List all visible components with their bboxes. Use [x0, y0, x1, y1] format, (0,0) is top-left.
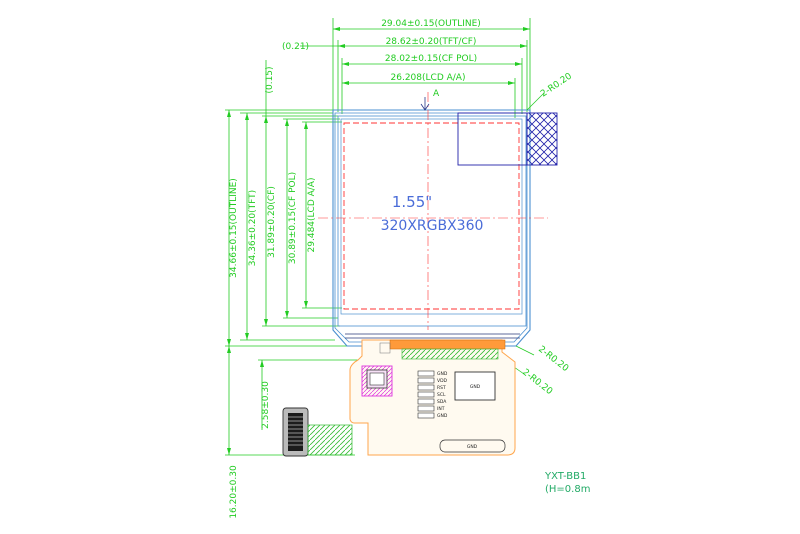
gnd-pad — [454, 371, 496, 401]
pin-label: INT — [437, 406, 445, 412]
fpc-ic-component — [361, 365, 393, 397]
pin-label: VDD — [437, 378, 448, 384]
pin-label: GND — [437, 413, 448, 419]
gnd-pad-bottom — [439, 439, 506, 453]
pin-label: GND — [437, 371, 448, 377]
pin-label: SCL — [437, 392, 446, 398]
left-dimensions — [225, 60, 372, 456]
top-dimensions — [300, 18, 531, 118]
radius-bottom-1: 2-R0.20 — [536, 344, 570, 374]
gnd-pad-bottom-label: GND — [467, 444, 478, 450]
panel-resolution: 320XRGBX360 — [381, 218, 484, 234]
active-area — [343, 122, 520, 310]
dim-outline-height: 34.66±0.15(OUTLINE) — [229, 178, 239, 278]
pin-label: SDA — [437, 399, 447, 405]
fpc-connector — [282, 407, 309, 457]
dim-tft-cf-width: 28.62±0.20(TFT/CF) — [386, 37, 477, 47]
section-label-a: A — [433, 89, 440, 99]
dim-fpc-total-height: 16.20±0.30 — [229, 465, 239, 519]
dim-lcd-aa-height: 29.484(LCD A/A) — [307, 178, 317, 253]
dim-lcd-aa-width: 26.208(LCD A/A) — [391, 73, 466, 83]
dim-offset-015: (0.15) — [265, 66, 275, 93]
radius-bottom-2: 2-R0.20 — [520, 367, 554, 397]
fpc-bond-strip — [389, 339, 506, 350]
panel-size: 1.55" — [392, 193, 432, 211]
sensor-zone — [457, 112, 528, 166]
centerlines — [318, 92, 548, 330]
radius-top-right: 2-R0.20 — [539, 71, 574, 99]
dim-cf-height: 31.89±0.20(CF) — [267, 186, 277, 258]
left-dim-arrows — [227, 110, 308, 455]
dim-offset-021: (0.21) — [282, 42, 309, 52]
top-dim-arrows — [333, 27, 530, 85]
pin-label: RST — [437, 385, 446, 391]
dim-outline-width: 29.04±0.15(OUTLINE) — [381, 19, 481, 29]
dim-cf-pol-width: 28.02±0.15(CF POL) — [385, 54, 477, 64]
model-name: YXT-BB1 — [544, 471, 586, 482]
pin-labels: GND VDD RST SCL SDA INT GND — [437, 371, 448, 419]
section-marker — [420, 97, 430, 111]
connector-stiffener — [307, 424, 353, 456]
hatched-tab — [526, 112, 558, 166]
gnd-pad-label: GND — [470, 384, 481, 390]
dim-fpc-offset: 2.58±0.30 — [261, 381, 271, 429]
fpc-tail-ribbon — [401, 348, 499, 360]
dim-cf-pol-height: 30.89±0.15(CF POL) — [288, 172, 298, 264]
model-height: (H=0.8m — [545, 484, 590, 495]
pin-pads — [417, 370, 435, 419]
dim-tft-height: 34.36±0.20(TFT) — [248, 190, 258, 266]
